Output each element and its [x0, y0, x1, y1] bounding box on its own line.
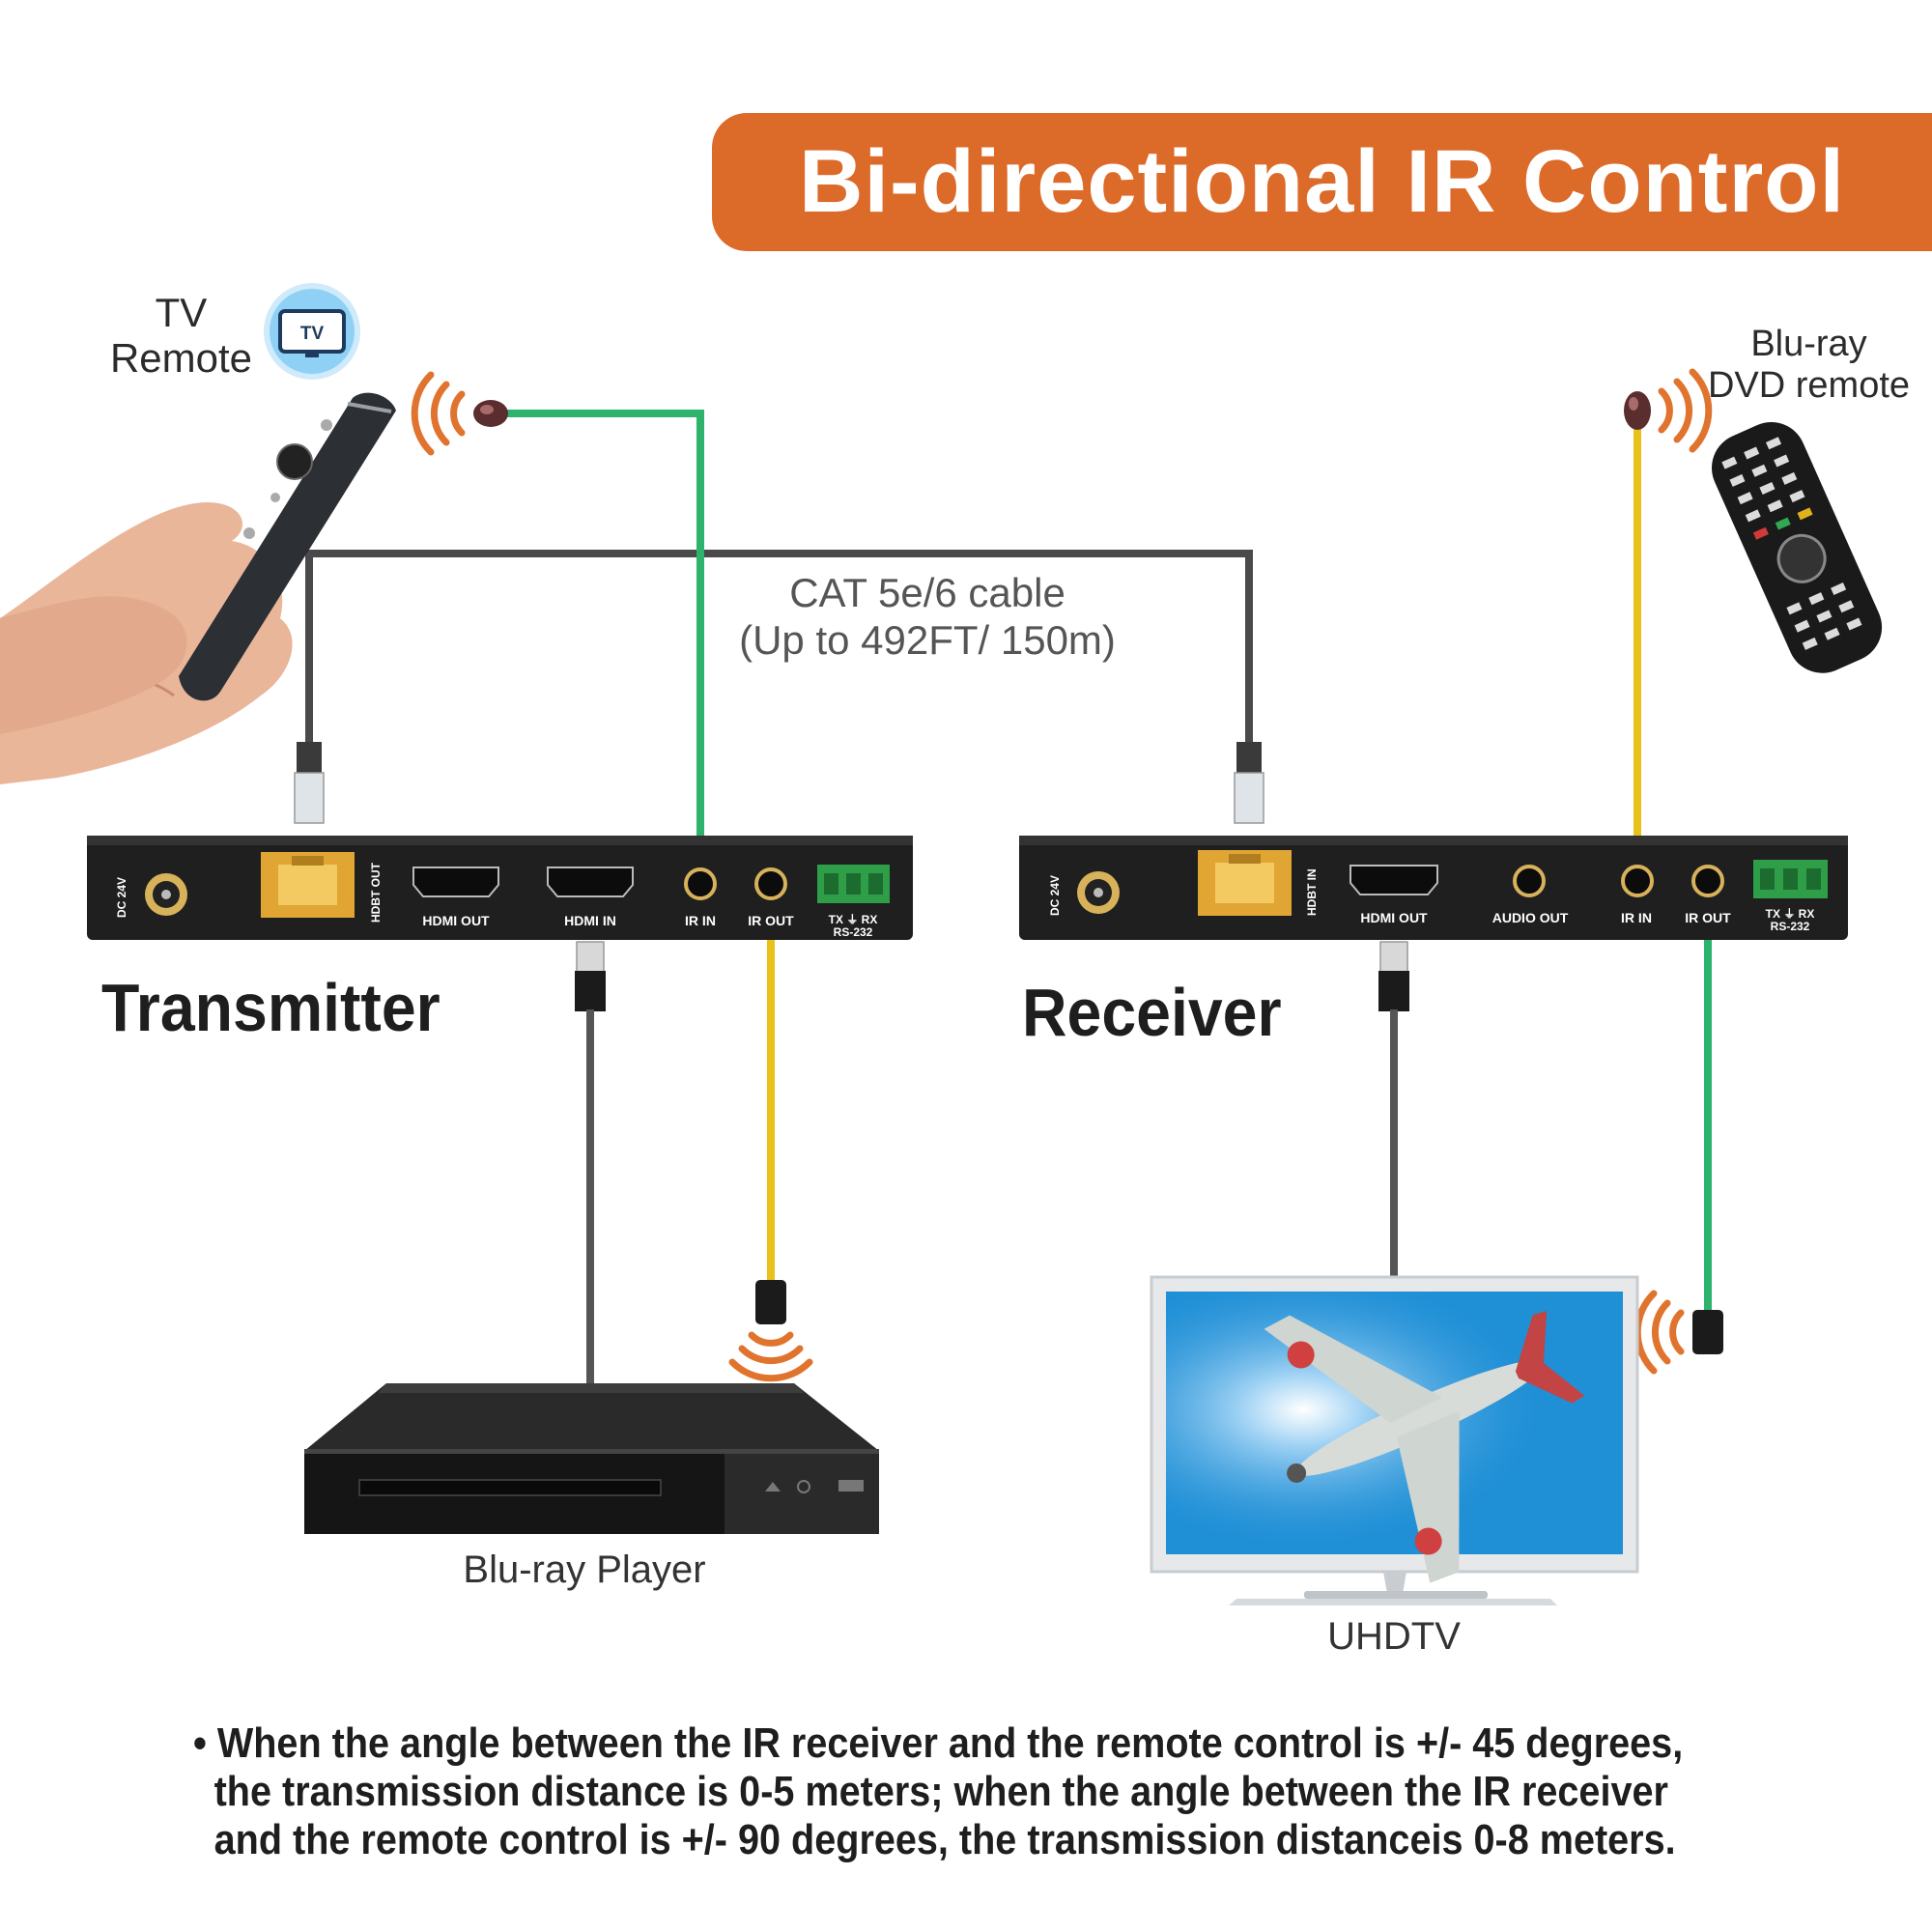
rx-dc-label: DC 24V [1048, 875, 1062, 916]
tv-badge-icon: TV [264, 283, 360, 380]
bluray-player-label: Blu-ray Player [463, 1548, 706, 1591]
tx-ir-in-cable [504, 410, 704, 874]
uhdtv [1150, 1275, 1639, 1605]
uhdtv-label: UHDTV [1327, 1615, 1461, 1658]
tx-hdmi-in-port [547, 867, 634, 897]
tv-remote-label-line1: TV [155, 290, 208, 335]
transmitter-unit: DC 24V HDBT OUT HDMI OUT HDMI IN IR IN I… [87, 836, 913, 940]
tx-ir-in-jack [684, 867, 717, 900]
rx-hdbt-label: HDBT IN [1305, 868, 1319, 916]
tv-remote-label: TV Remote [101, 290, 261, 381]
rx-ir-in-label: IR IN [1621, 910, 1652, 925]
bluray-dvd-remote [1712, 422, 1883, 673]
receiver-unit: DC 24V HDBT IN HDMI OUT AUDIO OUT IR IN … [1019, 836, 1848, 940]
transmitter-title: Transmitter [101, 970, 440, 1045]
bluray-player [304, 1383, 879, 1534]
rj45-plug-rx [1234, 742, 1264, 824]
rx-ir-emitter [1692, 1310, 1723, 1354]
cable-label: CAT 5e/6 cable (Up to 492FT/ 150m) [710, 570, 1145, 664]
bluray-remote-label-line2: DVD remote [1707, 364, 1911, 406]
tv-remote-with-hand [0, 392, 396, 784]
tx-hdmi-in-label: HDMI IN [564, 913, 616, 928]
tv-remote-label-line2: Remote [109, 335, 253, 382]
rx-hdmi-cable [1378, 941, 1409, 1277]
cable-label-line1: CAT 5e/6 cable [789, 570, 1065, 615]
tx-ir-out-jack [754, 867, 787, 900]
receiver-title: Receiver [1022, 975, 1282, 1050]
note-line-3: and the remote control is +/- 90 degrees… [213, 1816, 1676, 1863]
title-banner [712, 113, 1932, 251]
tx-hdmi-cable [575, 941, 606, 1383]
cat-cable [305, 550, 1253, 763]
note-line-1: • When the angle between the IR receiver… [193, 1719, 1684, 1767]
tx-ir-out-label: IR OUT [748, 913, 794, 928]
tx-dc-label: DC 24V [115, 877, 128, 918]
rx-ir-in-wave-icon [1658, 368, 1713, 453]
page-title: Bi-directional IR Control [799, 132, 1845, 231]
rj45-plug-tx [294, 742, 325, 824]
tx-hdmi-out-label: HDMI OUT [422, 913, 490, 928]
tx-ir-in-wave-icon [411, 371, 466, 456]
rx-ir-out-wave-icon [1634, 1290, 1685, 1375]
tx-hdmi-out-port [412, 867, 499, 897]
rx-ir-out-label: IR OUT [1685, 910, 1731, 925]
airplane-graphic [1264, 1311, 1585, 1583]
tx-ir-emitter [755, 1280, 786, 1324]
rx-hdmi-out-port [1350, 865, 1438, 895]
tv-badge-text: TV [300, 324, 325, 344]
tx-hdbt-label: HDBT OUT [369, 862, 383, 923]
tx-ir-receiver-head [473, 400, 508, 427]
rx-rs232-label: RS-232 [1771, 920, 1810, 933]
rx-audio-out-jack [1513, 865, 1546, 897]
cable-label-line2: (Up to 492FT/ 150m) [739, 616, 1116, 663]
tx-rs232-label: RS-232 [834, 925, 873, 939]
rx-ir-in-jack [1621, 865, 1654, 897]
tx-ir-in-label: IR IN [685, 913, 716, 928]
tx-rs232-pins-label: TX ⏚ RX [829, 913, 878, 926]
ir-angle-note: • When the angle between the IR receiver… [193, 1719, 1684, 1864]
rx-ir-receiver-head [1624, 391, 1651, 430]
bluray-remote-label-line1: Blu-ray [1750, 324, 1867, 364]
note-line-2: the transmission distance is 0-5 meters;… [213, 1768, 1668, 1815]
rx-ir-out-jack [1691, 865, 1724, 897]
rx-audio-out-label: AUDIO OUT [1492, 910, 1569, 925]
rx-rs232-pins-label: TX ⏚ RX [1766, 907, 1815, 921]
bluray-remote-label: Blu-ray DVD remote [1705, 324, 1913, 406]
tx-ir-out-wave-icon [728, 1331, 813, 1382]
rx-hdmi-out-label: HDMI OUT [1360, 910, 1428, 925]
